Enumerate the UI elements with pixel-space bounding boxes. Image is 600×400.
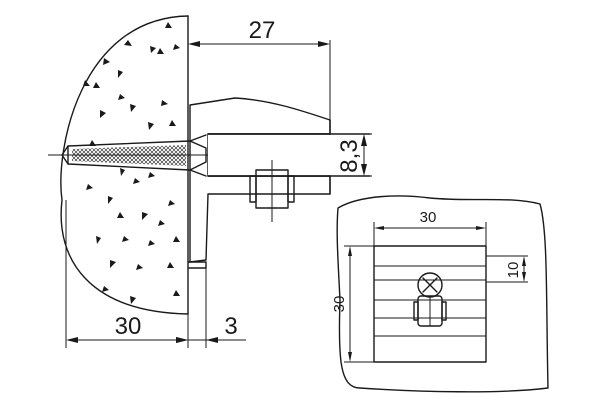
- dimension-label-30-bottom: 30: [115, 313, 142, 340]
- dimension-8-3: 8,3: [330, 133, 372, 177]
- dimension-27: 27: [187, 16, 331, 120]
- dimension-label-8-3: 8,3: [336, 139, 363, 172]
- dimension-label-27: 27: [249, 17, 276, 44]
- dimension-label-inset-30-top: 30: [420, 209, 437, 226]
- dimension-30-bottom: 30: [65, 200, 207, 348]
- dimension-label-inset-30-left: 30: [331, 296, 348, 313]
- dimension-3: 3: [176, 313, 246, 343]
- dimension-label-3: 3: [224, 313, 237, 340]
- inset-set-screw: [413, 272, 447, 327]
- concrete-aggregate: [83, 22, 180, 304]
- inset-detail: 30 30 10: [331, 195, 549, 393]
- wall-section: [60, 15, 189, 315]
- set-screw: [249, 160, 295, 222]
- glass-holder: [187, 97, 371, 269]
- dowel-and-screw: [48, 134, 232, 177]
- dimension-label-inset-10: 10: [505, 262, 522, 279]
